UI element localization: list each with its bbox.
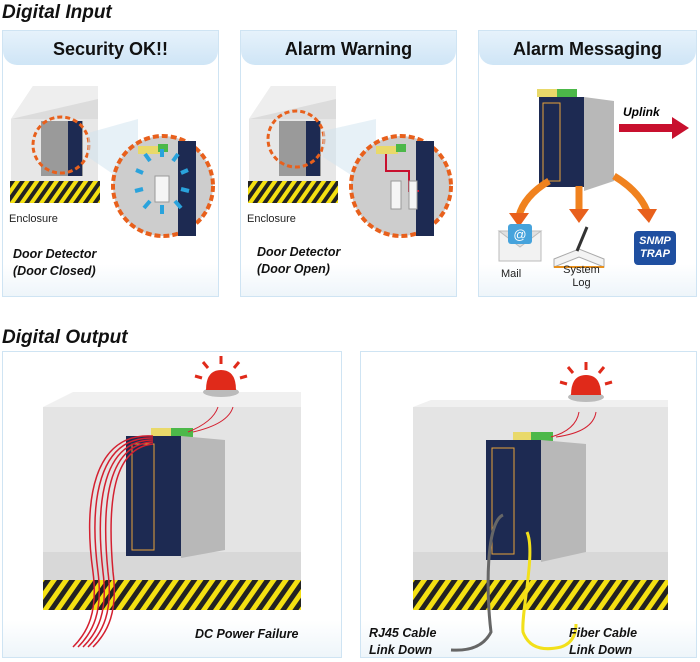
svg-text:@: @ — [513, 227, 526, 242]
caption-line2: (Door Closed) — [13, 264, 96, 278]
system-log-book-icon — [553, 226, 605, 268]
arrow-to-mail-icon — [509, 213, 529, 227]
digital-output-title: Digital Output — [2, 327, 128, 348]
switch-icon — [126, 428, 225, 558]
hazard-stripes — [10, 181, 100, 203]
rj45-caption: RJ45 Cable Link Down — [369, 625, 436, 659]
enclosure-label: Enclosure — [247, 213, 296, 225]
alarm-beacon-icon — [559, 362, 613, 402]
mail-label: Mail — [501, 268, 522, 280]
fiber-caption: Fiber Cable Link Down — [569, 625, 637, 659]
system-log-label-line1: System — [563, 264, 600, 276]
hazard-stripes — [43, 580, 301, 610]
mail-icon: @ — [497, 224, 543, 262]
uplink-arrow-icon — [619, 117, 689, 139]
rj45-cable-icon — [450, 513, 504, 652]
detector-signal-icon — [134, 149, 190, 214]
power-cables-icon — [72, 435, 154, 648]
alarm-warning-illustration — [248, 86, 453, 238]
system-log-label-line2: Log — [572, 277, 591, 289]
fiber-cable-icon — [521, 531, 578, 651]
arrow-to-syslog-icon — [569, 209, 589, 223]
snmp-label: SNMP — [639, 235, 671, 247]
link-down-illustration — [413, 362, 668, 652]
card-alarm-warning: Alarm Warning Enclosure Door Detector (D… — [240, 30, 457, 297]
switch-icon — [486, 432, 586, 562]
caption-line1: Door Detector — [257, 245, 341, 259]
uplink-label: Uplink — [623, 105, 660, 119]
rj45-caption-line2: Link Down — [369, 643, 433, 657]
caption-line2: (Door Open) — [257, 262, 330, 276]
card-alarm-messaging: Alarm Messaging @ — [478, 30, 697, 297]
card-heading: Alarm Warning — [241, 31, 456, 65]
alarm-beacon-icon — [194, 356, 248, 397]
alarm-messaging-illustration: @ — [497, 89, 689, 268]
enclosure-label: Enclosure — [9, 213, 58, 225]
hazard-stripes — [413, 580, 668, 610]
dc-power-failure-caption: DC Power Failure — [195, 627, 299, 641]
card-heading: Security OK!! — [3, 31, 218, 65]
caption-line1: Door Detector — [13, 247, 97, 261]
fiber-caption-line1: Fiber Cable — [569, 626, 638, 640]
panel-dc-power-failure: DC Power Failure — [2, 351, 342, 658]
trap-label: TRAP — [640, 248, 670, 260]
card-security-ok: Security OK!! Enclosure Door Detector (D… — [2, 30, 219, 297]
arrow-to-snmp-icon — [637, 209, 657, 223]
card-heading: Alarm Messaging — [479, 31, 696, 65]
hazard-stripes — [248, 181, 338, 203]
switch-icon — [537, 89, 614, 191]
dc-power-failure-illustration — [43, 356, 301, 648]
security-ok-illustration — [10, 86, 215, 238]
digital-input-title: Digital Input — [2, 2, 112, 23]
rj45-caption-line1: RJ45 Cable — [369, 626, 437, 640]
panel-link-down: RJ45 Cable Link Down Fiber Cable Link Do… — [360, 351, 697, 658]
snmp-trap-badge-icon — [634, 231, 676, 265]
door-sensor-open-icon — [390, 180, 402, 210]
fiber-caption-line2: Link Down — [569, 643, 633, 657]
